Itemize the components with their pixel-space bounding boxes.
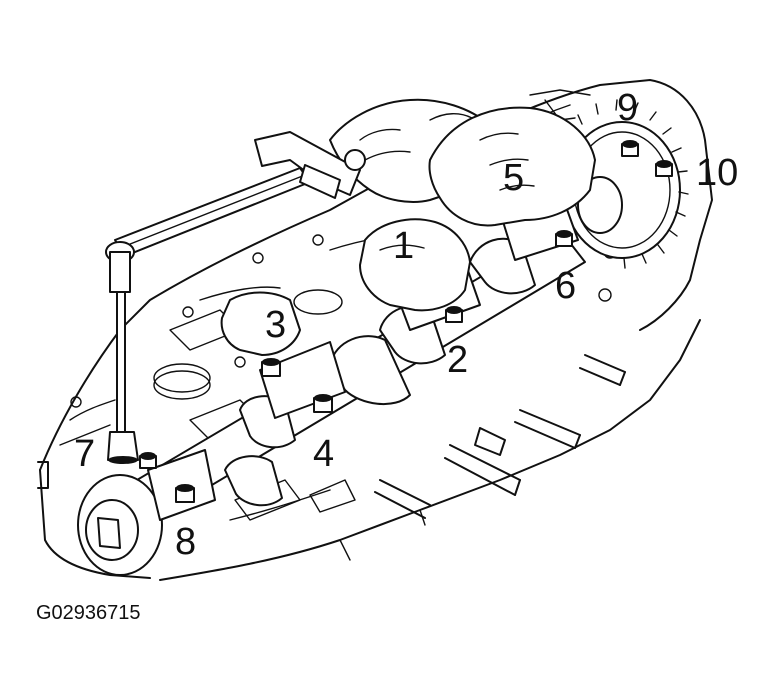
bolt-3-icon [261,358,281,377]
callout-5: 5 [503,157,524,199]
bolt-2-icon [445,306,463,323]
figure-code: G02936715 [36,602,141,624]
callout-4: 4 [313,433,334,475]
callouts: 1 2 3 4 5 6 7 8 9 10 [74,87,738,563]
callout-1: 1 [393,225,414,267]
callout-9: 9 [617,87,638,129]
callout-10: 10 [696,152,738,194]
hands [220,98,596,356]
torque-wrench [105,131,366,464]
callout-6: 6 [555,265,576,307]
callout-2: 2 [447,339,468,381]
bolt-10-icon [655,160,673,177]
bolt-9-icon [621,140,639,157]
bolt-4-icon [313,394,333,413]
callout-7: 7 [74,433,95,475]
bolt-6-icon [555,230,573,247]
callout-3: 3 [265,304,286,346]
bolt-7-icon [139,452,157,469]
callout-8: 8 [175,521,196,563]
studs [374,354,626,519]
bolt-8-icon [175,484,195,503]
